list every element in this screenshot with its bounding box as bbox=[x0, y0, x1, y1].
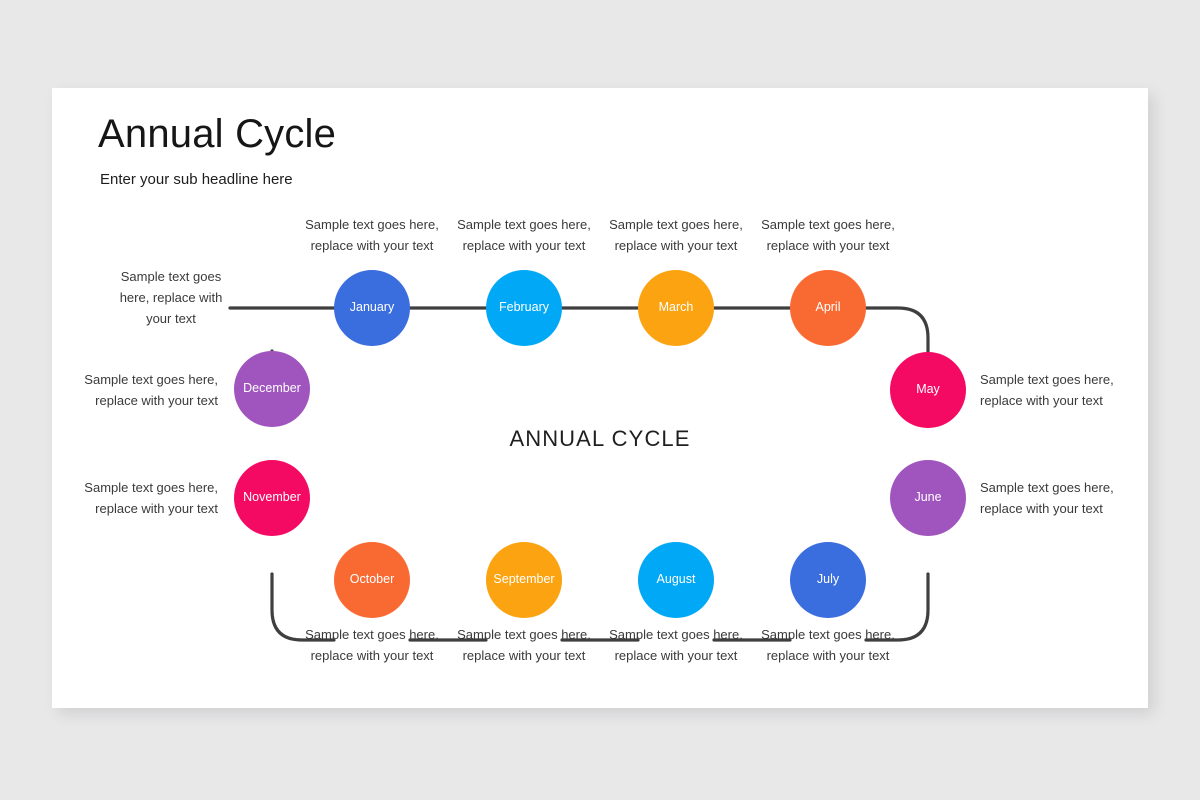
node-label-june: June bbox=[914, 490, 942, 505]
node-june[interactable]: June bbox=[890, 460, 966, 536]
node-august[interactable]: August bbox=[638, 542, 714, 618]
page-subtitle: Enter your sub headline here bbox=[100, 171, 293, 188]
node-label-march: March bbox=[658, 300, 694, 315]
caption-january: Sample text goes here, replace with your… bbox=[305, 217, 439, 254]
caption-december: Sample text goes here, replace with your… bbox=[84, 372, 218, 409]
caption-start: Sample text goes here, replace with your… bbox=[119, 269, 223, 327]
node-february[interactable]: February bbox=[486, 270, 562, 346]
caption-june: Sample text goes here, replace with your… bbox=[980, 480, 1114, 517]
caption-march: Sample text goes here, replace with your… bbox=[609, 217, 743, 254]
node-label-january: January bbox=[349, 300, 395, 315]
center-label: ANNUAL CYCLE bbox=[509, 426, 691, 451]
node-april[interactable]: April bbox=[790, 270, 866, 346]
caption-october: Sample text goes here, replace with your… bbox=[305, 627, 439, 664]
node-may[interactable]: May bbox=[890, 352, 966, 428]
slide-card: Annual Cycle Enter your sub headline her… bbox=[52, 88, 1148, 708]
node-july[interactable]: July bbox=[790, 542, 866, 618]
caption-february: Sample text goes here, replace with your… bbox=[457, 217, 591, 254]
caption-november: Sample text goes here, replace with your… bbox=[84, 480, 218, 517]
node-december[interactable]: December bbox=[234, 351, 310, 427]
node-january[interactable]: January bbox=[334, 270, 410, 346]
caption-july: Sample text goes here, replace with your… bbox=[761, 627, 895, 664]
annual-cycle-diagram: January February March April May June Ju… bbox=[52, 88, 1148, 708]
node-label-november: November bbox=[243, 490, 301, 505]
node-october[interactable]: October bbox=[334, 542, 410, 618]
node-march[interactable]: March bbox=[638, 270, 714, 346]
caption-september: Sample text goes here, replace with your… bbox=[457, 627, 591, 664]
page-title: Annual Cycle bbox=[98, 112, 337, 156]
node-label-august: August bbox=[656, 572, 696, 587]
node-label-october: October bbox=[349, 572, 395, 587]
node-label-september: September bbox=[493, 572, 555, 587]
caption-april: Sample text goes here, replace with your… bbox=[761, 217, 895, 254]
node-november[interactable]: November bbox=[234, 460, 310, 536]
node-label-april: April bbox=[815, 300, 841, 315]
caption-august: Sample text goes here, replace with your… bbox=[609, 627, 743, 664]
node-label-february: February bbox=[498, 300, 550, 315]
node-label-july: July bbox=[816, 572, 840, 587]
node-september[interactable]: September bbox=[486, 542, 562, 618]
node-label-may: May bbox=[916, 382, 940, 397]
node-label-december: December bbox=[243, 381, 301, 396]
caption-may: Sample text goes here, replace with your… bbox=[980, 372, 1114, 409]
